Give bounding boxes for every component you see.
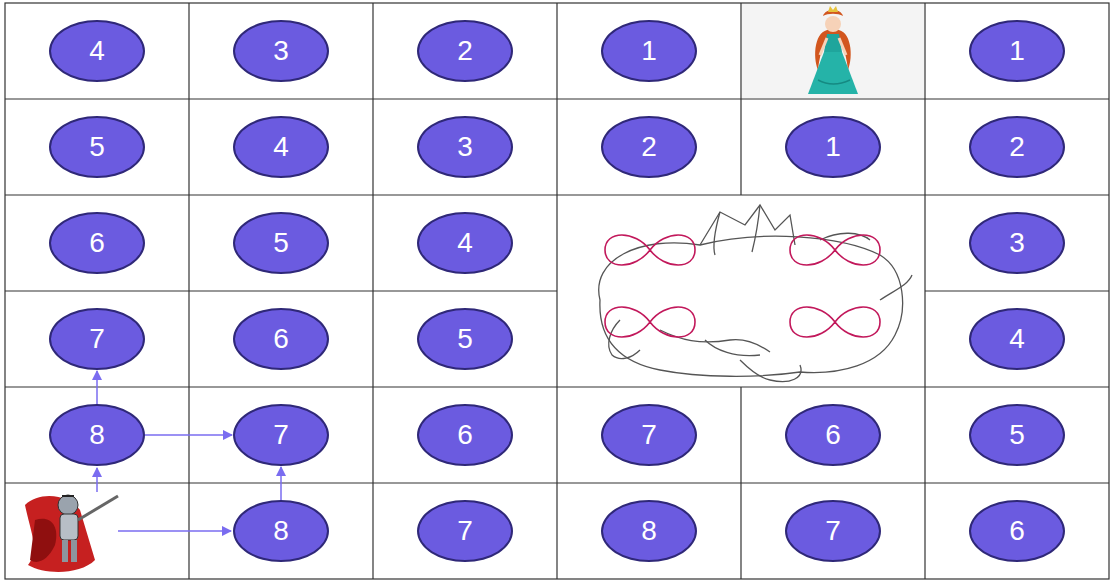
- distance-number: 6: [89, 229, 105, 257]
- distance-number: 4: [457, 229, 473, 257]
- distance-circle: 6: [785, 404, 881, 466]
- distance-number: 8: [641, 517, 657, 545]
- distance-number: 8: [89, 421, 105, 449]
- distance-circle: 4: [969, 308, 1065, 370]
- distance-circle: 8: [233, 500, 329, 562]
- distance-number: 1: [1009, 37, 1025, 65]
- distance-circle: 3: [969, 212, 1065, 274]
- distance-circle: 1: [601, 20, 697, 82]
- move-arrow: [280, 467, 282, 500]
- princess-figure: [742, 4, 924, 98]
- distance-circle: 4: [233, 116, 329, 178]
- distance-number: 7: [825, 517, 841, 545]
- distance-number: 5: [273, 229, 289, 257]
- distance-number: 1: [641, 37, 657, 65]
- distance-circle: 7: [233, 404, 329, 466]
- distance-number: 7: [89, 325, 105, 353]
- distance-circle: 7: [49, 308, 145, 370]
- move-arrow: [96, 371, 98, 404]
- distance-circle: 8: [601, 500, 697, 562]
- dragon-figure: [599, 205, 912, 382]
- distance-circle: 6: [233, 308, 329, 370]
- distance-circle: 3: [417, 116, 513, 178]
- distance-number: 6: [825, 421, 841, 449]
- distance-number: 3: [457, 133, 473, 161]
- distance-circle: 2: [417, 20, 513, 82]
- knight-figure: [25, 495, 118, 572]
- distance-number: 3: [1009, 229, 1025, 257]
- distance-number: 5: [1009, 421, 1025, 449]
- knight-move-arrows: [97, 468, 231, 531]
- distance-circle: 4: [49, 20, 145, 82]
- distance-number: 1: [825, 133, 841, 161]
- distance-number: 4: [1009, 325, 1025, 353]
- distance-number: 6: [1009, 517, 1025, 545]
- distance-circle: 5: [417, 308, 513, 370]
- distance-number: 6: [273, 325, 289, 353]
- distance-number: 4: [273, 133, 289, 161]
- distance-circle: 6: [49, 212, 145, 274]
- distance-circle: 2: [969, 116, 1065, 178]
- distance-number: 5: [457, 325, 473, 353]
- distance-circle: 8: [49, 404, 145, 466]
- distance-circle: 4: [417, 212, 513, 274]
- distance-number: 3: [273, 37, 289, 65]
- distance-circle: 7: [417, 500, 513, 562]
- distance-circle: 5: [233, 212, 329, 274]
- distance-number: 2: [1009, 133, 1025, 161]
- distance-circle: 5: [969, 404, 1065, 466]
- distance-circle: 2: [601, 116, 697, 178]
- distance-number: 5: [89, 133, 105, 161]
- distance-number: 7: [273, 421, 289, 449]
- distance-circle: 1: [785, 116, 881, 178]
- infinity-symbols: [605, 235, 880, 337]
- distance-circle: 5: [49, 116, 145, 178]
- distance-number: 8: [273, 517, 289, 545]
- distance-number: 6: [457, 421, 473, 449]
- distance-circle: 6: [969, 500, 1065, 562]
- distance-number: 7: [457, 517, 473, 545]
- distance-number: 4: [89, 37, 105, 65]
- move-arrow: [145, 434, 232, 436]
- distance-circle: 7: [601, 404, 697, 466]
- distance-circle: 7: [785, 500, 881, 562]
- grid-lines: [5, 3, 1109, 579]
- distance-number: 2: [641, 133, 657, 161]
- distance-circle: 1: [969, 20, 1065, 82]
- distance-circle: 3: [233, 20, 329, 82]
- distance-number: 7: [641, 421, 657, 449]
- distance-number: 2: [457, 37, 473, 65]
- distance-circle: 6: [417, 404, 513, 466]
